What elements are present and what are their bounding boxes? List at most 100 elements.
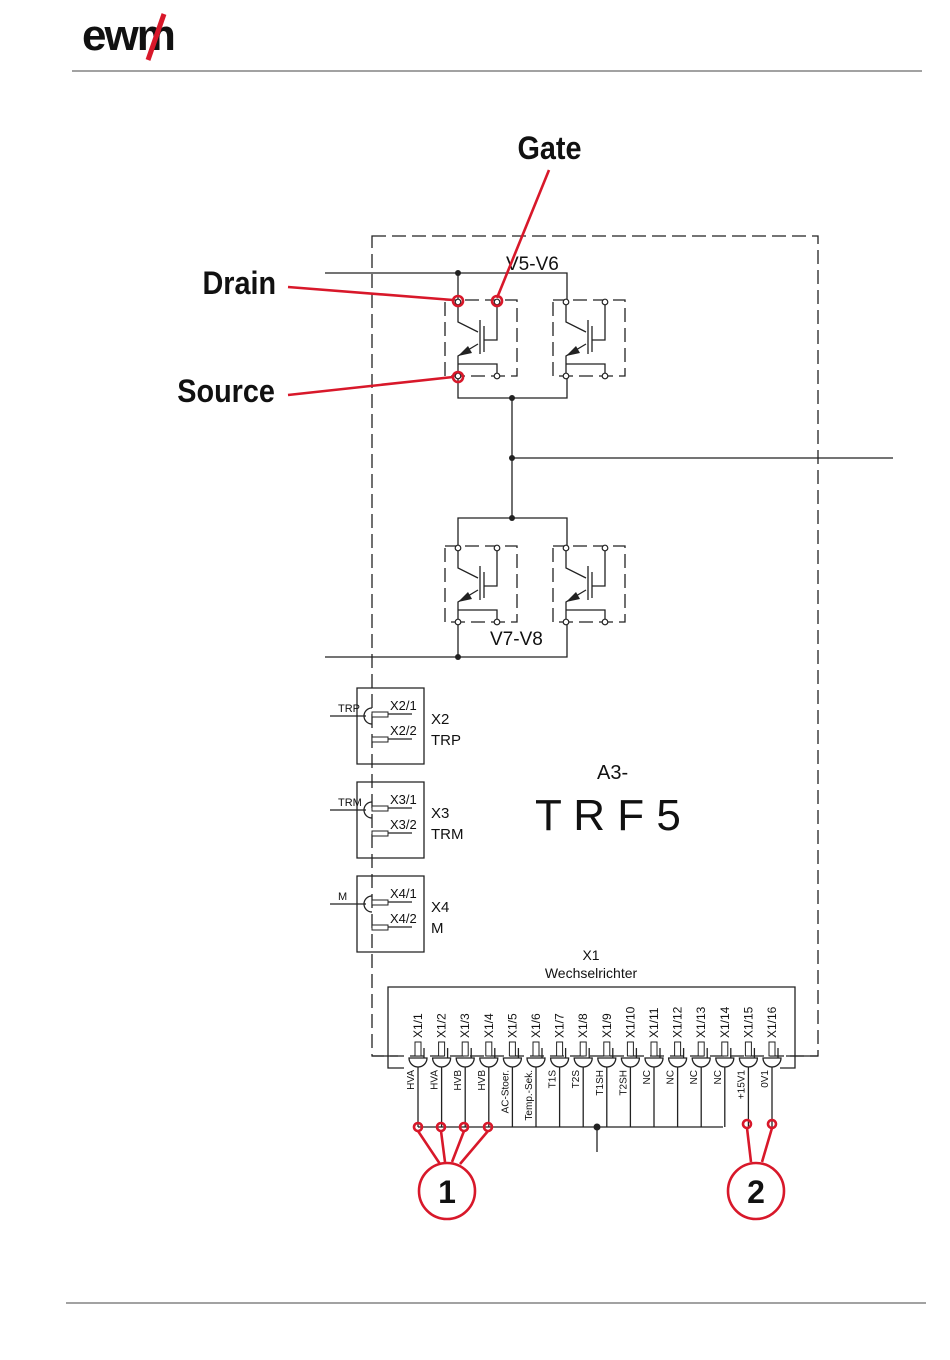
- signal-label: T1SH: [595, 1070, 606, 1096]
- pin-icon: [439, 1042, 445, 1056]
- pin-icon: [509, 1042, 515, 1056]
- connector-desc: M: [431, 920, 444, 937]
- x1-pin-12: X1/12NC: [666, 1006, 687, 1127]
- emitter-arrow-icon: [458, 346, 472, 356]
- pin-icon: [745, 1042, 751, 1056]
- pin-icon: [769, 1042, 775, 1056]
- socket-icon: [598, 1058, 616, 1067]
- pin2-label: X2/2: [390, 723, 417, 738]
- x1-pin-3: X1/3HVB: [453, 1013, 474, 1127]
- x1-pin-14: X1/14NC: [713, 1006, 734, 1127]
- ewm-logo: ewm: [82, 11, 174, 60]
- pin-label: X1/13: [694, 1006, 708, 1038]
- connector-desc: TRP: [431, 732, 461, 749]
- pin-label: X1/8: [576, 1013, 590, 1038]
- terminal-node: [455, 299, 461, 305]
- pin-label: X1/7: [553, 1013, 567, 1038]
- wire-label: TRP: [338, 703, 360, 715]
- socket-icon: [763, 1058, 781, 1067]
- drain-leader: [288, 287, 453, 300]
- terminal-node: [563, 299, 569, 305]
- pin-label: X1/12: [671, 1006, 685, 1038]
- signal-label: HVB: [453, 1070, 464, 1091]
- pin1-label: X2/1: [390, 698, 417, 713]
- x1-pin-2: X1/2HVA: [430, 1013, 451, 1127]
- gate-leader: [497, 170, 549, 298]
- marker-1-label: 1: [438, 1174, 456, 1210]
- pin-label: X1/1: [411, 1013, 425, 1038]
- pin-label: X1/11: [647, 1007, 661, 1038]
- pin-icon: [372, 831, 388, 836]
- pin-icon: [372, 900, 388, 905]
- terminal-node: [494, 373, 500, 379]
- source-leader: [288, 377, 453, 395]
- igbt-symbol: [458, 302, 497, 376]
- socket-icon: [669, 1058, 687, 1067]
- signal-label: AC-Stoer.: [500, 1070, 511, 1113]
- pin-icon: [675, 1042, 681, 1056]
- socket-icon: [739, 1058, 757, 1067]
- terminal-node: [494, 299, 500, 305]
- emitter-arrow-icon: [458, 592, 472, 602]
- pin-label: X1/10: [623, 1006, 637, 1038]
- junction-node: [455, 270, 461, 276]
- socket-icon: [645, 1058, 663, 1067]
- source-label: Source: [177, 374, 275, 410]
- x1-name: X1: [582, 947, 599, 963]
- pin-label: X1/9: [600, 1013, 614, 1038]
- pin-highlight-marker: [743, 1120, 751, 1128]
- signal-label: Temp.-Sek.: [524, 1070, 535, 1121]
- gate-label: Gate: [518, 131, 582, 167]
- terminal-node: [563, 373, 569, 379]
- drain-label: Drain: [203, 266, 277, 302]
- x1-pin-8: X1/8T2S: [571, 1013, 592, 1127]
- signal-label: T1S: [548, 1070, 559, 1089]
- x1-pin-11: X1/11NC: [642, 1007, 663, 1127]
- pin-icon: [372, 925, 388, 930]
- igbt-module-8: [553, 545, 625, 625]
- pin-label: X1/5: [505, 1013, 519, 1038]
- pin-icon: [722, 1042, 728, 1056]
- terminal-node: [455, 373, 461, 379]
- pin-label: X1/15: [741, 1006, 755, 1038]
- junction-node: [509, 455, 515, 461]
- socket-icon: [456, 1058, 474, 1067]
- signal-label: NC: [642, 1070, 653, 1084]
- board-name: T R F 5: [535, 791, 681, 840]
- marker-leaders: [418, 1128, 772, 1164]
- signal-label: NC: [666, 1070, 677, 1084]
- pin-label: X1/6: [529, 1013, 543, 1038]
- pin-icon: [486, 1042, 492, 1056]
- label-v7-v8: V7-V8: [490, 629, 543, 650]
- igbt-module-5: [445, 299, 517, 379]
- junction-node: [509, 515, 515, 521]
- connector-desc: TRM: [431, 826, 464, 843]
- pin-icon: [372, 712, 388, 717]
- power-wiring: [325, 273, 893, 657]
- igbt-symbol: [566, 302, 605, 376]
- terminal-node: [602, 299, 608, 305]
- signal-label: NC: [713, 1070, 724, 1084]
- board-prefix: A3-: [597, 762, 628, 784]
- igbt-module-6: [553, 299, 625, 379]
- igbt-symbol: [566, 548, 605, 622]
- pin1-label: X4/1: [390, 886, 417, 901]
- pin1-label: X3/1: [390, 792, 417, 807]
- junction-node: [455, 654, 461, 660]
- terminal-node: [602, 545, 608, 551]
- signal-label: HVB: [477, 1070, 488, 1091]
- socket-icon: [692, 1058, 710, 1067]
- x1-desc: Wechselrichter: [545, 965, 638, 981]
- pin-icon: [604, 1042, 610, 1056]
- pin-markers: 1 2: [414, 1120, 784, 1219]
- terminal-node: [563, 545, 569, 551]
- socket-icon: [480, 1058, 498, 1067]
- socket-icon: [527, 1058, 545, 1067]
